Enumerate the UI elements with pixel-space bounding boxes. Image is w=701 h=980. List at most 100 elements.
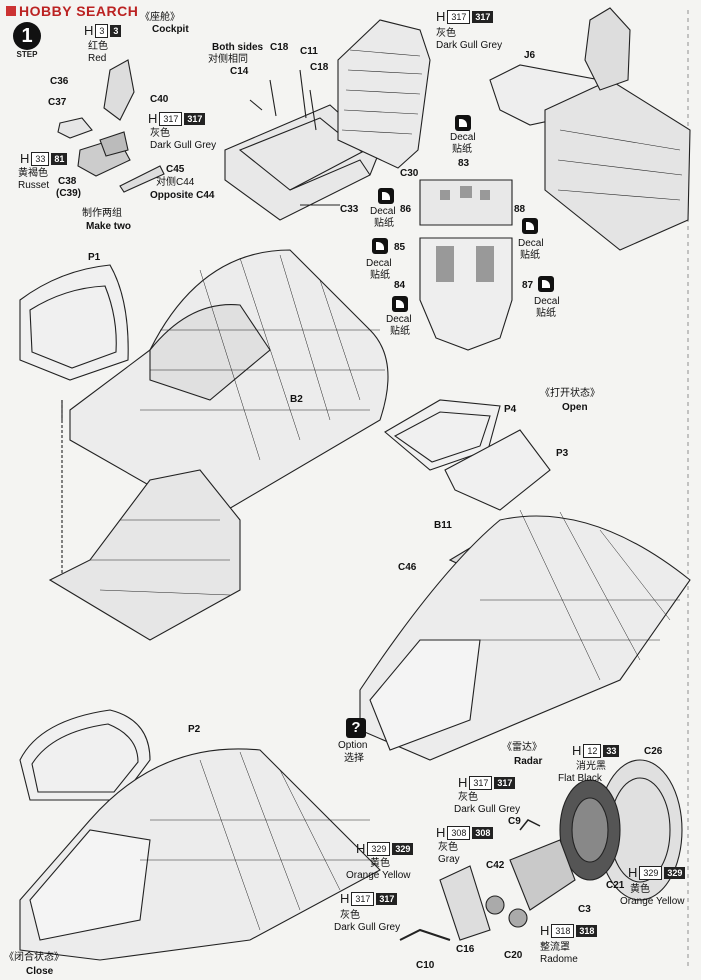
part-c30: C30 xyxy=(400,168,419,179)
part-c38: C38 xyxy=(58,176,77,187)
part-j6: J6 xyxy=(524,50,536,61)
close-cn: 《闭合状态》 xyxy=(4,952,64,963)
part-c11: C11 xyxy=(300,46,318,57)
paint-orange: H 329 329 xyxy=(356,842,414,856)
decal-number-85: 85 xyxy=(394,242,406,253)
part-c18-a: C18 xyxy=(270,42,289,53)
decal-number-88: 88 xyxy=(514,204,526,215)
decal-label-88-cn: 贴纸 xyxy=(520,250,540,261)
paint-orange2-en: Orange Yellow xyxy=(620,896,685,907)
paint-radome-cn: 整流罩 xyxy=(540,942,570,953)
decal-icon-88 xyxy=(522,218,538,234)
decal-number-87: 87 xyxy=(522,280,534,291)
part-c21: C21 xyxy=(606,880,625,891)
decal-label-88-en: Decal xyxy=(518,238,544,249)
part-c46: C46 xyxy=(398,562,417,573)
open-cn: 《打开状态》 xyxy=(540,388,600,399)
decal-label-85-cn: 贴纸 xyxy=(370,270,390,281)
step-badge: 1 STEP xyxy=(8,22,46,60)
decal-label-86-cn: 贴纸 xyxy=(374,218,394,229)
decal-label-84-en: Decal xyxy=(386,314,412,325)
radar-title-en: Radar xyxy=(514,756,543,767)
option-cn: 选择 xyxy=(344,753,364,764)
paint-gray-en: Gray xyxy=(438,854,460,865)
open-en: Open xyxy=(562,402,588,413)
paint-grey-en: Dark Gull Grey xyxy=(150,140,217,151)
opposite-cn: 对侧C44 xyxy=(156,177,195,188)
part-c16: C16 xyxy=(456,944,475,955)
paint-gray: H 308 308 xyxy=(436,826,494,840)
decal-icon-86 xyxy=(378,188,394,204)
brand-logo: HOBBY SEARCH xyxy=(6,3,138,19)
brand-mark-icon xyxy=(6,6,16,16)
step-number: 1 xyxy=(13,22,41,50)
part-c18-b: C18 xyxy=(310,62,329,73)
cockpit-title-cn: 《座舱》 xyxy=(140,12,180,23)
decal-label-86-en: Decal xyxy=(370,206,396,217)
option-question-icon: ? xyxy=(346,718,366,738)
paint-grey-radar: H 317 317 xyxy=(458,776,516,790)
step-label: STEP xyxy=(16,50,38,59)
paint-russet-cn: 黄褐色 xyxy=(18,168,48,179)
decal-icon-83 xyxy=(455,115,471,131)
decal-label-84-cn: 贴纸 xyxy=(390,326,410,337)
part-c20: C20 xyxy=(504,950,523,961)
paint-orange-en: Orange Yellow xyxy=(346,870,411,881)
decal-label-83-cn: 贴纸 xyxy=(452,144,472,155)
part-c45: C45 xyxy=(166,164,185,175)
opposite-en: Opposite C44 xyxy=(150,190,215,201)
part-p3: P3 xyxy=(556,448,569,459)
part-c36: C36 xyxy=(50,76,69,87)
part-b11: B11 xyxy=(434,520,452,531)
paint-red-en: Red xyxy=(88,53,107,64)
part-b2: B2 xyxy=(290,394,303,405)
paint-grey-cn: 灰色 xyxy=(150,128,170,139)
paint-radome: H 318 318 xyxy=(540,924,598,938)
decal-icon-84 xyxy=(392,296,408,312)
part-c42: C42 xyxy=(486,860,505,871)
decal-number-83: 83 xyxy=(458,158,470,169)
paint-grey2-radar: H 317 317 xyxy=(340,892,398,906)
decal-icon-85 xyxy=(372,238,388,254)
decal-number-84: 84 xyxy=(394,280,406,291)
paint-black-cn: 消光黑 xyxy=(576,761,606,772)
paint-black-en: Flat Black xyxy=(558,773,602,784)
option-en: Option xyxy=(338,740,368,751)
decal-icon-87 xyxy=(538,276,554,292)
part-c10: C10 xyxy=(416,960,435,971)
decal-label-87-cn: 贴纸 xyxy=(536,308,556,319)
part-c26: C26 xyxy=(644,746,663,757)
decal-label-83-en: Decal xyxy=(450,132,476,143)
part-c39: (C39) xyxy=(56,188,82,199)
paint-orange-cn: 黄色 xyxy=(370,858,390,869)
decal-number-86: 86 xyxy=(400,204,412,215)
radar-title-cn: 《雷达》 xyxy=(502,742,542,753)
paint-gray-cn: 灰色 xyxy=(438,842,458,853)
make-two-cn: 制作两组 xyxy=(82,208,122,219)
paint-grey2-cn: 灰色 xyxy=(436,28,456,39)
both-sides-cn: 对侧相同 xyxy=(208,54,248,65)
paint-flat-black: H 12 33 xyxy=(572,744,620,758)
paint-grey-bulkhead: H 317 317 xyxy=(436,10,494,24)
part-p1: P1 xyxy=(88,252,101,263)
part-c40: C40 xyxy=(150,94,169,105)
paint-red-cn: 红色 xyxy=(88,41,108,52)
cockpit-title-en: Cockpit xyxy=(152,24,189,35)
paint-orange-2: H 329 329 xyxy=(628,866,686,880)
part-c37: C37 xyxy=(48,97,67,108)
paint-radome-en: Radome xyxy=(540,954,578,965)
paint-grey2-en: Dark Gull Grey xyxy=(436,40,503,51)
make-two-en: Make two xyxy=(86,221,132,232)
part-p2: P2 xyxy=(188,724,201,735)
decal-label-87-en: Decal xyxy=(534,296,560,307)
paint-orange2-cn: 黄色 xyxy=(630,884,650,895)
paint-h-mark: H xyxy=(84,23,94,38)
part-c33: C33 xyxy=(340,204,359,215)
paint-grey2-radar-cn: 灰色 xyxy=(340,910,360,921)
decal-label-85-en: Decal xyxy=(366,258,392,269)
part-c9: C9 xyxy=(508,816,521,827)
paint-grey-radar-cn: 灰色 xyxy=(458,792,478,803)
paint-red: H 3 3 xyxy=(84,23,122,38)
close-en: Close xyxy=(26,966,54,977)
